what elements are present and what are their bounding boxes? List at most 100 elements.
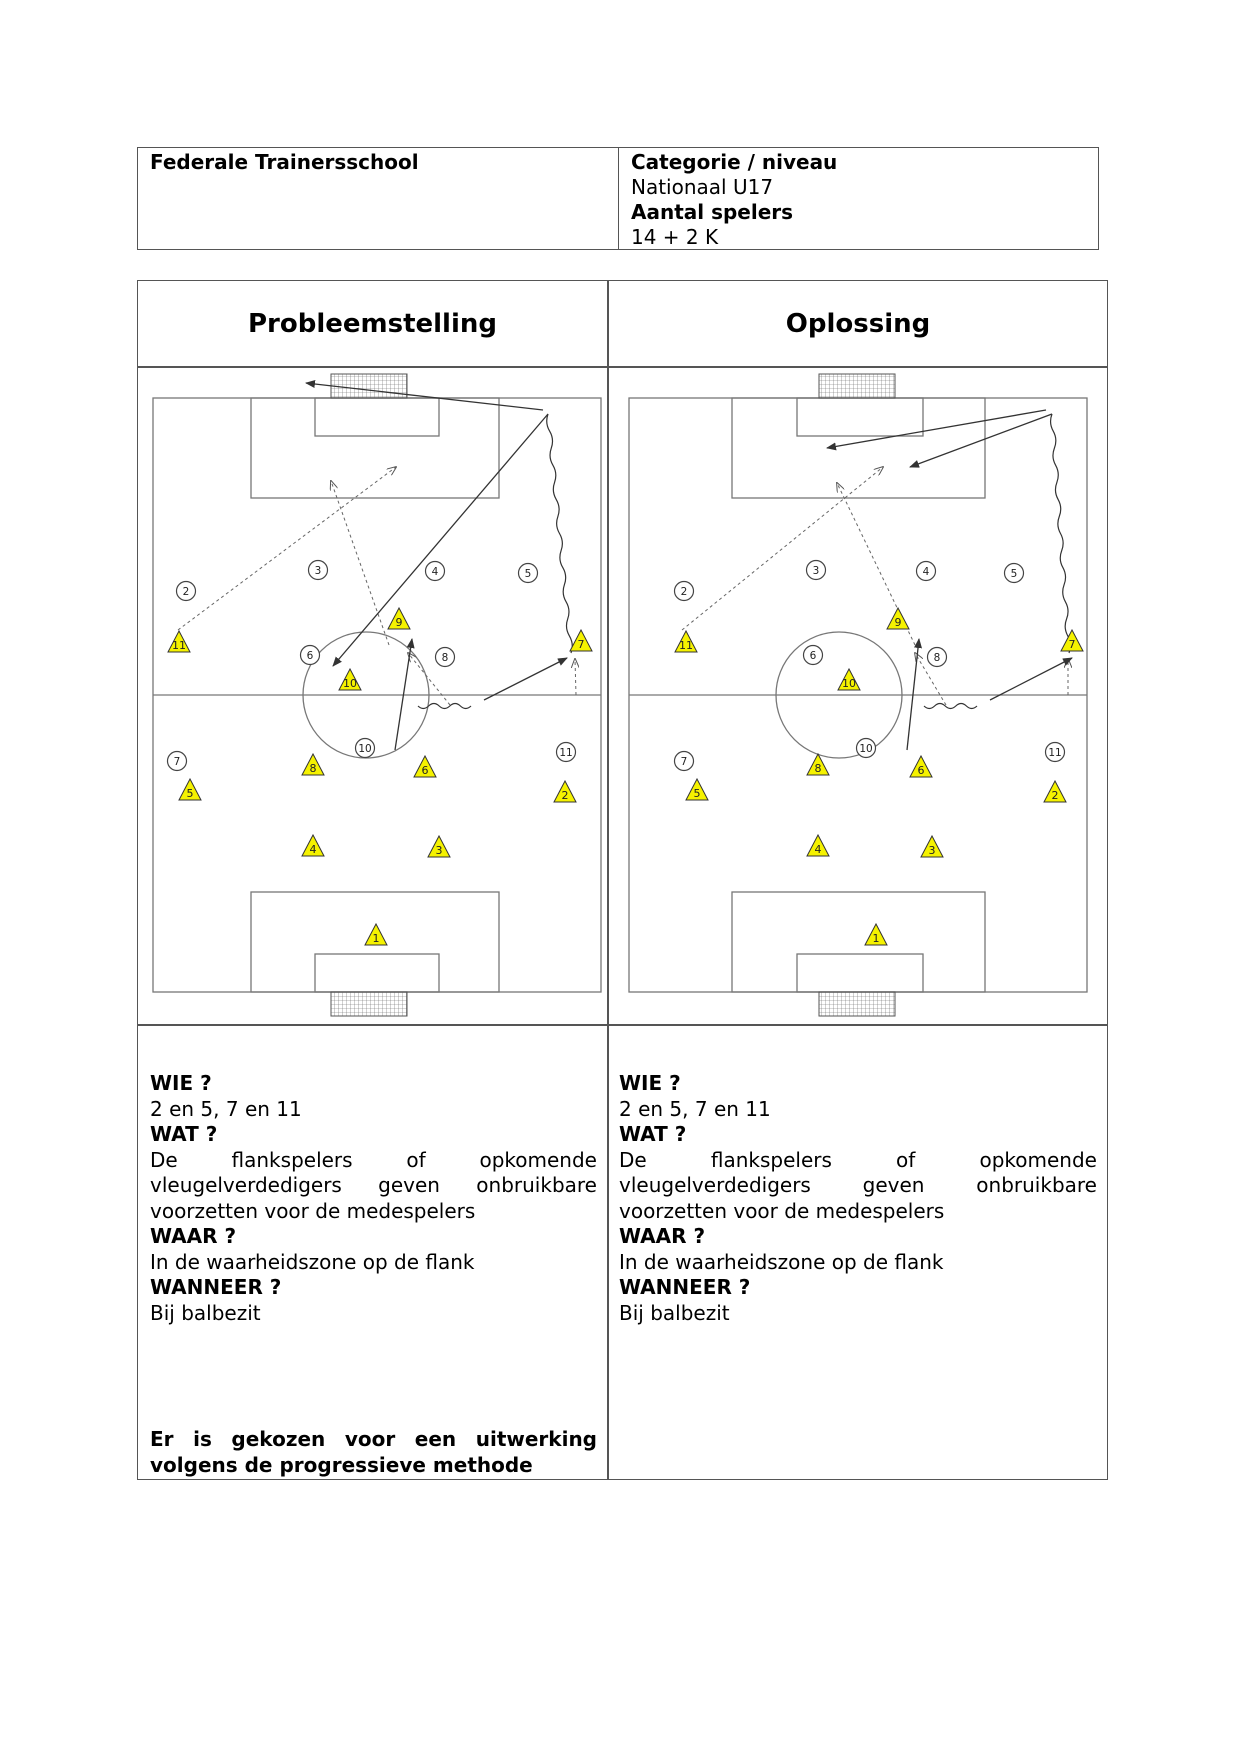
wanneer-label: WANNEER ? [619, 1275, 751, 1299]
player-number: 2 [562, 789, 569, 802]
opponent-marker [915, 560, 937, 582]
opponent-number: 10 [358, 743, 371, 755]
opponent-number: 7 [174, 756, 181, 768]
problem-description: WIE ? 2 en 5, 7 en 11 WAT ? De flankspel… [150, 1071, 597, 1326]
opponent-marker [1044, 741, 1066, 763]
opponent-marker [434, 646, 456, 668]
opponent-number: 5 [1011, 568, 1018, 580]
wat-word: De [619, 1147, 647, 1172]
player-number: 2 [1052, 789, 1059, 802]
player-marker [909, 754, 933, 778]
opponent-marker [673, 750, 695, 772]
run-arrow [408, 653, 451, 706]
run-arrow [177, 467, 396, 631]
wat-label: WAT ? [150, 1122, 218, 1146]
opponent-number: 11 [1048, 747, 1061, 759]
player-number: 4 [815, 843, 822, 856]
wat-line-1: De flankspelers of opkomende [150, 1148, 597, 1174]
goal-area-bottom [314, 953, 440, 993]
opponent-number: 2 [681, 586, 688, 598]
player-marker [301, 833, 325, 857]
column-divider [607, 281, 609, 1479]
dribble-line [417, 702, 472, 710]
wanneer-label: WANNEER ? [150, 1275, 282, 1299]
player-number: 6 [918, 764, 925, 777]
waar-value: In de waarheidszone op de flank [150, 1249, 475, 1274]
opponent-marker [673, 580, 695, 602]
pass-arrow [906, 638, 923, 751]
player-marker [427, 834, 451, 858]
player-marker [886, 606, 910, 630]
wie-label: WIE ? [150, 1071, 212, 1095]
wat-word: vleugelverdedigers [150, 1173, 342, 1197]
pass-arrow [394, 638, 415, 751]
opponent-marker [175, 580, 197, 602]
player-number: 5 [694, 787, 701, 800]
wie-value: 2 en 5, 7 en 11 [150, 1096, 302, 1121]
opponent-number: 6 [810, 650, 817, 662]
opponent-marker [805, 559, 827, 581]
player-number: 4 [310, 843, 317, 856]
opponent-number: 3 [813, 565, 820, 577]
penalty-area-top [731, 397, 986, 499]
pass-arrow [305, 380, 544, 411]
solution-title: Oplossing [785, 308, 931, 339]
dribble-line [923, 702, 978, 710]
player-marker [178, 777, 202, 801]
opponent-number: 8 [934, 652, 941, 664]
pass-arrow [483, 657, 568, 701]
player-marker [806, 752, 830, 776]
goal-area-bottom [796, 953, 924, 993]
title-row-divider [138, 366, 1107, 368]
goal-net-bottom [818, 991, 896, 1017]
dribble-line [546, 413, 573, 654]
opponent-marker [299, 644, 321, 666]
goal-net-top [330, 373, 408, 399]
wanneer-value: Bij balbezit [150, 1300, 261, 1325]
player-number: 6 [422, 764, 429, 777]
players-value: 14 + 2 K [631, 225, 719, 249]
player-number: 8 [815, 762, 822, 775]
solution-description: WIE ? 2 en 5, 7 en 11 WAT ? De flankspel… [619, 1071, 1097, 1326]
pass-arrow [826, 409, 1047, 451]
pass-arrow [909, 413, 1053, 468]
player-marker [301, 752, 325, 776]
dribble-line [1049, 413, 1072, 654]
wat-word: flankspelers [231, 1147, 353, 1172]
player-marker [1060, 628, 1084, 652]
centre-circle [775, 631, 903, 759]
opponent-marker [354, 737, 376, 759]
goal-area-top [314, 397, 440, 437]
player-marker [837, 667, 861, 691]
penalty-area-top [250, 397, 500, 499]
player-marker [553, 779, 577, 803]
wat-word: opkomende [479, 1147, 597, 1172]
opponent-number: 2 [183, 586, 190, 598]
category-label: Categorie / niveau [631, 150, 838, 174]
player-marker [864, 922, 888, 946]
opponent-marker [424, 560, 446, 582]
player-marker [338, 667, 362, 691]
player-number: 1 [873, 932, 880, 945]
player-marker [1043, 779, 1067, 803]
player-marker [920, 834, 944, 858]
waar-value: In de waarheidszone op de flank [619, 1249, 944, 1274]
opponent-number: 8 [442, 652, 449, 664]
opponent-number: 11 [559, 747, 572, 759]
player-marker [387, 606, 411, 630]
wanneer-value: Bij balbezit [619, 1300, 730, 1325]
opponent-marker [166, 750, 188, 772]
wat-word: onbruikbare [976, 1173, 1097, 1197]
wat-word: of [406, 1147, 426, 1172]
goal-area-top [796, 397, 924, 437]
wat-line-3: voorzetten voor de medespelers [150, 1198, 476, 1223]
player-marker [413, 754, 437, 778]
opponent-number: 4 [923, 566, 930, 578]
wat-word: geven [862, 1173, 925, 1197]
players-label: Aantal spelers [631, 200, 794, 224]
wat-word: De [150, 1147, 178, 1172]
